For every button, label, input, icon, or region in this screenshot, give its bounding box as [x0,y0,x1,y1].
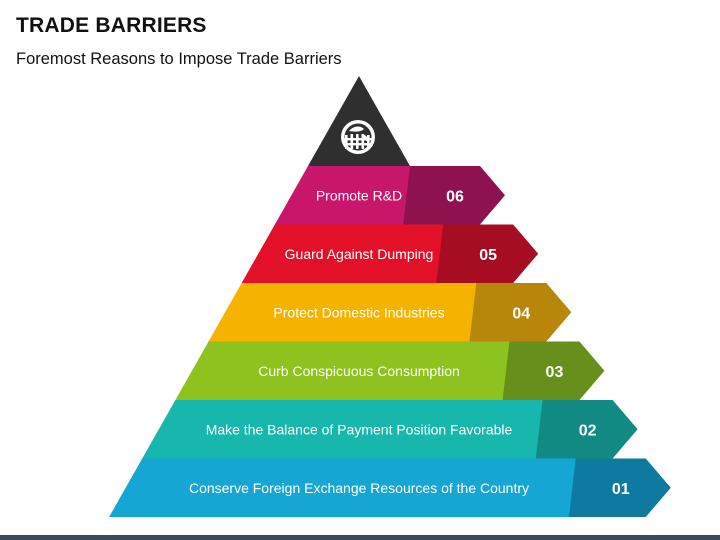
level-label: Guard Against Dumping [285,246,434,262]
pyramid-level [142,400,543,459]
level-label: Conserve Foreign Exchange Resources of t… [189,480,529,496]
level-number: 02 [579,422,597,439]
pyramid-level [109,458,576,517]
pyramid-level [241,224,444,283]
pyramid-level [175,341,510,400]
level-number: 06 [446,188,464,205]
level-label: Curb Conspicuous Consumption [258,363,460,379]
level-label: Make the Balance of Payment Position Fav… [206,421,513,437]
level-label: Promote R&D [316,187,402,203]
level-number: 04 [512,305,530,322]
page-subtitle: Foremost Reasons to Impose Trade Barrier… [16,50,342,68]
bottom-accent-bar [0,535,720,540]
page-title: TRADE BARRIERS [16,14,207,37]
globe-fence-icon [341,120,375,154]
level-number: 03 [546,364,564,381]
level-label: Protect Domestic Industries [273,304,444,320]
level-number: 05 [479,247,497,264]
pyramid-level [274,166,410,225]
level-number: 01 [612,481,630,498]
pyramid-level [208,283,477,342]
